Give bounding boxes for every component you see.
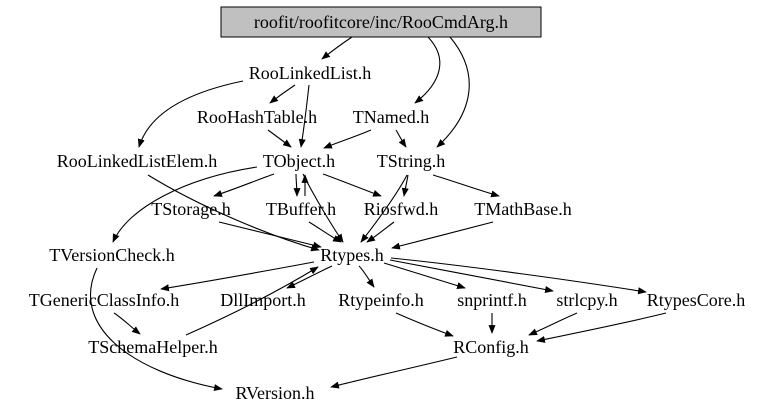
edge-Rtypes-to-strlcpy	[389, 259, 554, 293]
edge-RooCmdArg-to-TNamed	[414, 36, 441, 104]
edge-RooLinkedList-to-RooHashTable	[269, 84, 296, 104]
edge-RooHashTable-to-TObject	[267, 129, 292, 148]
node-label-Rtypeinfo[interactable]: Rtypeinfo.h	[338, 290, 424, 310]
node-Rtypes[interactable]: Rtypes.h	[320, 245, 384, 265]
node-TMathBase[interactable]: TMathBase.h	[474, 199, 571, 219]
edge-Rtypes-to-RtypesCore	[390, 257, 647, 295]
node-label-RooHashTable[interactable]: RooHashTable.h	[197, 107, 317, 127]
edge-Rtypes-to-snprintf	[383, 262, 466, 290]
edge-RooCmdArg-to-TString	[436, 36, 470, 148]
edge-RooLinkedList-to-RooLinkedListElem	[137, 80, 244, 148]
edge-RooCmdArg-to-RooLinkedList	[321, 36, 353, 60]
node-label-Rtypes[interactable]: Rtypes.h	[320, 245, 384, 265]
node-TStorage[interactable]: TStorage.h	[151, 199, 230, 219]
edge-RtypesCore-to-RConfig	[536, 312, 667, 343]
node-RooHashTable[interactable]: RooHashTable.h	[197, 107, 317, 127]
node-RVersion[interactable]: RVersion.h	[235, 383, 314, 403]
node-label-RooLinkedListElem[interactable]: RooLinkedListElem.h	[57, 151, 217, 171]
node-label-RVersion[interactable]: RVersion.h	[235, 383, 314, 403]
node-label-Riosfwd[interactable]: Riosfwd.h	[364, 199, 439, 219]
edge-Rtypeinfo-to-RConfig	[395, 312, 454, 337]
edge-TString-to-Riosfwd	[401, 174, 409, 197]
edge-RConfig-to-RVersion	[330, 356, 458, 389]
node-label-TStorage[interactable]: TStorage.h	[151, 199, 230, 219]
edge-TBuffer-to-Rtypes	[308, 221, 342, 243]
node-TSchemaHelper[interactable]: TSchemaHelper.h	[88, 337, 217, 357]
node-label-TBuffer[interactable]: TBuffer.h	[266, 199, 336, 219]
edge-RooLinkedListElem-to-Rtypes	[147, 174, 320, 252]
node-TBuffer[interactable]: TBuffer.h	[266, 199, 336, 219]
node-label-TMathBase[interactable]: TMathBase.h	[474, 199, 571, 219]
node-label-RooCmdArg[interactable]: roofit/roofitcore/inc/RooCmdArg.h	[254, 12, 508, 32]
node-label-RtypesCore[interactable]: RtypesCore.h	[647, 290, 746, 310]
edge-TObject-to-TStorage	[213, 173, 275, 197]
node-TVersionCheck[interactable]: TVersionCheck.h	[49, 245, 174, 265]
node-RConfig[interactable]: RConfig.h	[453, 337, 529, 357]
node-RooCmdArg[interactable]: roofit/roofitcore/inc/RooCmdArg.h	[220, 6, 542, 38]
edge-TObject-to-TVersionCheck	[112, 166, 258, 243]
edge-strlcpy-to-RConfig	[528, 312, 578, 336]
edge-TNamed-to-TObject	[323, 129, 372, 149]
node-label-strlcpy[interactable]: strlcpy.h	[556, 290, 617, 310]
node-strlcpy[interactable]: strlcpy.h	[556, 290, 617, 310]
node-label-RConfig[interactable]: RConfig.h	[453, 337, 529, 357]
node-label-snprintf[interactable]: snprintf.h	[457, 290, 527, 310]
edge-TString-to-Rtypes	[360, 174, 408, 243]
edge-Rtypes-to-TGenericClassInfo	[160, 261, 315, 292]
edge-TMathBase-to-Rtypes	[391, 221, 494, 250]
edge-TStorage-to-Rtypes	[218, 221, 322, 249]
node-label-DllImport[interactable]: DllImport.h	[220, 290, 306, 310]
node-label-TSchemaHelper[interactable]: TSchemaHelper.h	[88, 337, 217, 357]
node-label-TString[interactable]: TString.h	[377, 151, 446, 171]
edge-Rtypes-to-Rtypeinfo	[358, 265, 375, 288]
edge-TSchemaHelper-to-Rtypes	[185, 266, 319, 336]
edge-Riosfwd-to-Rtypes	[366, 221, 395, 243]
node-RooLinkedListElem[interactable]: RooLinkedListElem.h	[57, 151, 217, 171]
node-RooLinkedList[interactable]: RooLinkedList.h	[249, 63, 372, 83]
node-TGenericClassInfo[interactable]: TGenericClassInfo.h	[29, 290, 179, 310]
node-Rtypeinfo[interactable]: Rtypeinfo.h	[338, 290, 424, 310]
node-label-TVersionCheck[interactable]: TVersionCheck.h	[49, 245, 174, 265]
edge-TVersionCheck-to-RVersion	[90, 267, 223, 392]
node-snprintf[interactable]: snprintf.h	[457, 290, 527, 310]
edge-TString-to-TMathBase	[432, 174, 500, 198]
edge-RooLinkedList-to-TObject	[298, 84, 310, 148]
node-TString[interactable]: TString.h	[377, 151, 446, 171]
node-label-TNamed[interactable]: TNamed.h	[353, 107, 429, 127]
edge-TGenericClassInfo-to-TSchemaHelper	[113, 312, 141, 335]
node-DllImport[interactable]: DllImport.h	[220, 290, 306, 310]
node-label-TGenericClassInfo[interactable]: TGenericClassInfo.h	[29, 290, 179, 310]
node-TNamed[interactable]: TNamed.h	[353, 107, 429, 127]
node-label-TObject[interactable]: TObject.h	[263, 151, 335, 171]
root-node-box	[220, 6, 542, 38]
node-TObject[interactable]: TObject.h	[263, 151, 335, 171]
node-Riosfwd[interactable]: Riosfwd.h	[364, 199, 439, 219]
edge-TNamed-to-TString	[395, 129, 407, 148]
edge-TObject-to-Riosfwd	[322, 173, 382, 197]
edge-Rtypes-to-DllImport	[286, 265, 333, 289]
edge-TObject-to-TBuffer	[293, 173, 301, 197]
node-RtypesCore[interactable]: RtypesCore.h	[647, 290, 746, 310]
node-label-RooLinkedList[interactable]: RooLinkedList.h	[249, 63, 372, 83]
